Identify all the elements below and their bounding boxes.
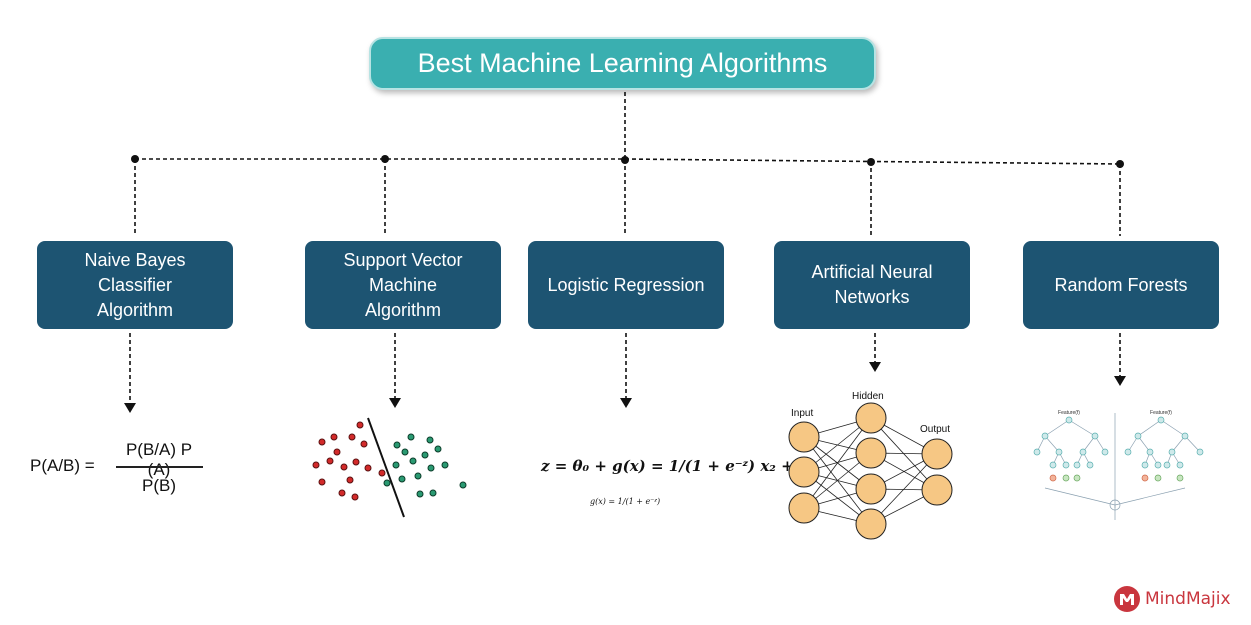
rf-tree-right-label: Feature(f) — [1150, 410, 1172, 416]
bayes-formula-numerator: P(B/A) P (A) — [125, 440, 193, 479]
neural-networks-box: Artificial Neural Networks — [774, 241, 970, 329]
brand-name: MindMajix — [1145, 589, 1231, 609]
nn-input-label: Input — [791, 408, 814, 419]
fraction-bar — [116, 466, 203, 468]
mindmajix-logo-icon — [1114, 586, 1140, 612]
rf-tree-left-label: Feature(f) — [1058, 410, 1080, 416]
random-forests-box: Random Forests — [1023, 241, 1219, 329]
logistic-regression-box: Logistic Regression — [528, 241, 724, 329]
naive-bayes-box: Naive Bayes Classifier Algorithm — [37, 241, 233, 329]
svm-box: Support Vector Machine Algorithm — [305, 241, 501, 329]
bayes-formula-denominator: P(B) — [142, 476, 176, 495]
logistic-formula-sigmoid: g(x) = 1/(1 + e⁻ᶻ) — [590, 497, 661, 506]
logistic-formula-main: z = θ₀ + g(x) = 1/(1 + e⁻ᶻ) x₂ + ··· — [541, 457, 815, 475]
nn-hidden-label: Hidden — [852, 391, 884, 402]
diagram-title: Best Machine Learning Algorithms — [369, 37, 876, 90]
nn-output-label: Output — [920, 424, 951, 435]
mindmajix-logo: MindMajix — [1113, 585, 1231, 613]
bayes-formula-lhs: P(A/B) = — [30, 456, 95, 475]
